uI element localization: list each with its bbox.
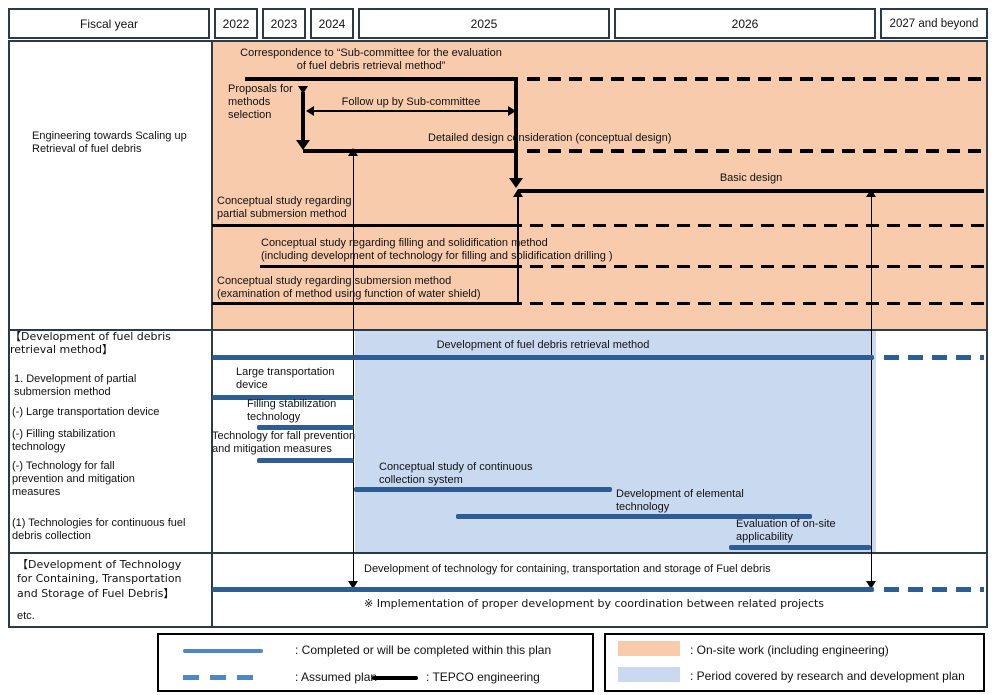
evaluation-label: Evaluation of on-site applicability xyxy=(736,518,836,543)
year-2022-cell: 2022 xyxy=(214,8,258,39)
row-label-item-3: (-) Filling stabilization technology xyxy=(12,428,116,453)
partial-submersion-line-assumed xyxy=(530,224,984,227)
legend-tepco-line-swatch xyxy=(372,676,418,680)
legend-rnd-swatch xyxy=(618,667,680,682)
legend-box-lines xyxy=(157,633,594,692)
filling-solidification-line-assumed xyxy=(530,265,984,268)
legend-assumed-label: : Assumed plan xyxy=(295,670,378,684)
year-label: 2026 xyxy=(731,16,759,31)
feedback-vertical-line-mid2025 xyxy=(517,196,519,305)
year-2026-cell: 2026 xyxy=(614,8,876,39)
continuous-study-label: Conceptual study of continuous collectio… xyxy=(379,461,533,486)
legend-onsite-swatch xyxy=(618,641,680,656)
proposals-vertical-connector xyxy=(301,92,305,140)
year-2027-beyond-cell: 2027 and beyond xyxy=(880,8,988,39)
arrow-down-icon xyxy=(509,178,523,188)
proposals-label: Proposals for methods selection xyxy=(228,83,293,121)
dev-main-bar-label: Development of fuel debris retrieval met… xyxy=(436,339,650,351)
year-label: 2023 xyxy=(270,16,298,31)
arrow-down-icon xyxy=(348,581,358,589)
basic-design-line xyxy=(518,189,984,193)
section-divider-2 xyxy=(8,552,988,554)
row-label-item-4: (-) Technology for fall prevention and m… xyxy=(12,460,135,498)
follow-up-arrow-line xyxy=(313,110,509,112)
arrow-down-icon xyxy=(866,581,876,589)
large-transport-label: Large transportation device xyxy=(236,366,335,391)
correspondence-label: Correspondence to “Sub-committee for the… xyxy=(240,47,502,72)
submersion-method-line xyxy=(212,302,522,305)
onsite-work-region xyxy=(213,42,986,329)
legend-solid-line-swatch xyxy=(183,649,263,653)
follow-up-label: Follow up by Sub-committee xyxy=(341,96,481,108)
dev-main-bar xyxy=(212,355,874,360)
section-divider-1 xyxy=(8,329,988,331)
filling-solidification-line xyxy=(260,265,522,268)
continuous-study-bar xyxy=(354,487,612,492)
filling-solidification-label: Conceptual study regarding filling and s… xyxy=(261,237,711,263)
row-label-engineering: Engineering towards Scaling up Retrieval… xyxy=(32,130,187,155)
arrow-up-icon xyxy=(866,189,876,197)
submersion-line1: Conceptual study regarding submersion me… xyxy=(217,275,452,287)
elemental-tech-label: Development of elemental technology xyxy=(616,488,744,513)
filling-tech-label: Filling stabilization technology xyxy=(247,398,337,423)
correspondence-line xyxy=(245,77,518,81)
correspondence-line-assumed xyxy=(527,77,984,81)
arrow-down-icon xyxy=(298,86,308,94)
row-label-bottom-etc: etc. xyxy=(17,610,35,622)
filling-line2: (including development of technology for… xyxy=(261,249,613,262)
fall-prevention-label: Technology for fall prevention and mitig… xyxy=(212,430,356,455)
feedback-vertical-line-2025 xyxy=(352,155,354,581)
year-label: 2027 and beyond xyxy=(889,17,979,30)
containing-bar xyxy=(212,587,874,592)
containing-bar-assumed xyxy=(884,587,984,592)
year-2024-cell: 2024 xyxy=(310,8,354,39)
row-label-item-2: (-) Large transportation device xyxy=(12,406,160,418)
row-label-item-1: 1. Development of partial submersion met… xyxy=(14,373,137,398)
year-label: 2025 xyxy=(470,16,498,31)
arrow-down-icon xyxy=(296,140,310,150)
coordination-note: ※ Implementation of proper development b… xyxy=(364,597,824,610)
containing-bar-label: Development of technology for containing… xyxy=(364,563,771,575)
year-label: 2022 xyxy=(222,16,250,31)
year-2025-cell: 2025 xyxy=(358,8,610,39)
evaluation-bar xyxy=(729,545,871,550)
elemental-tech-bar xyxy=(456,514,812,519)
partial-submersion-label: Conceptual study regarding partial subme… xyxy=(217,195,352,220)
arrow-up-icon xyxy=(348,148,358,156)
year-label: 2024 xyxy=(318,16,346,31)
dev-main-bar-assumed xyxy=(884,355,984,360)
filling-line1: Conceptual study regarding filling and s… xyxy=(261,237,548,249)
chart-frame xyxy=(8,40,988,628)
fiscal-year-header-cell: Fiscal year xyxy=(8,8,210,39)
submersion-method-line-assumed xyxy=(530,302,984,305)
legend-dashed-line-swatch xyxy=(183,675,263,680)
submersion-line2: (examination of method using function of… xyxy=(217,287,481,300)
fall-prevention-bar xyxy=(257,458,354,463)
submersion-method-label: Conceptual study regarding submersion me… xyxy=(217,275,547,301)
basic-design-label: Basic design xyxy=(719,172,783,184)
tepco-vertical-connector xyxy=(514,77,518,178)
partial-submersion-line xyxy=(212,224,522,227)
arrow-up-icon xyxy=(513,189,523,197)
feedback-vertical-line-2026 xyxy=(870,196,872,581)
arrow-right-icon xyxy=(508,106,516,116)
fiscal-year-label: Fiscal year xyxy=(79,16,138,31)
legend-onsite-label: : On-site work (including engineering) xyxy=(690,643,889,657)
label-column-divider xyxy=(211,40,213,628)
arrow-left-icon xyxy=(306,106,314,116)
detailed-design-line-assumed xyxy=(527,149,984,153)
row-label-dev-method-title: 【Development of fuel debris retrieval me… xyxy=(10,330,171,356)
legend-tepco-label: : TEPCO engineering xyxy=(426,670,540,684)
row-label-item-5: (1) Technologies for continuous fuel deb… xyxy=(12,517,186,542)
large-transport-bar xyxy=(212,395,354,400)
legend-completed-label: : Completed or will be completed within … xyxy=(295,643,552,657)
legend-rnd-label: : Period covered by research and develop… xyxy=(690,669,965,683)
year-2023-cell: 2023 xyxy=(262,8,306,39)
detailed-design-line xyxy=(303,149,518,153)
filling-tech-bar xyxy=(257,425,354,430)
row-label-bottom-title: 【Development of Technology for Containin… xyxy=(17,558,182,600)
detailed-design-label: Detailed design consideration (conceptua… xyxy=(428,132,672,144)
